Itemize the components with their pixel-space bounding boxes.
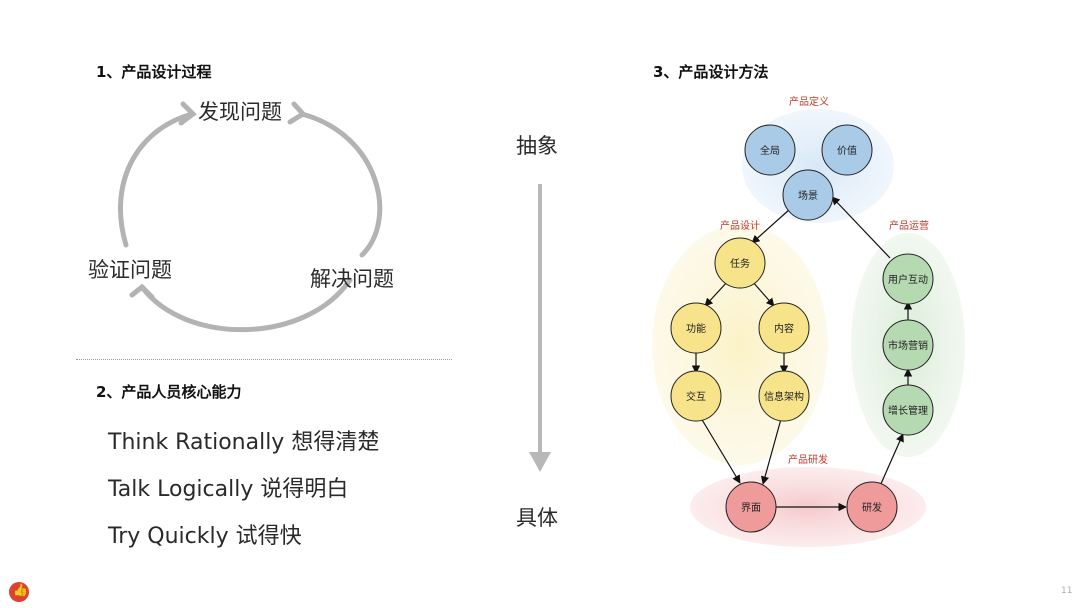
node-neirong — [758, 302, 810, 354]
thumbs-up-icon: 👍 — [9, 582, 29, 602]
node-label: 信息架构 — [764, 390, 804, 403]
edge-task-to-function — [704, 280, 729, 307]
axis-arrowhead-icon — [529, 452, 551, 472]
cycle-arrow-discover-to-solve — [299, 111, 383, 258]
node-yanfa — [846, 481, 898, 533]
axis-label-concrete: 具体 — [516, 506, 558, 530]
section-title-core-abilities: 2、产品人员核心能力 — [96, 383, 242, 401]
node-changjing — [782, 169, 834, 221]
group-label-design: 产品设计 — [720, 219, 760, 232]
node-renwu — [714, 237, 766, 289]
ability-item: Try Quickly 试得快 — [108, 524, 302, 549]
edge-task-to-content — [751, 280, 775, 307]
node-label: 用户互动 — [888, 273, 928, 286]
ability-item: Talk Logically 说得明白 — [108, 477, 349, 502]
group-label-development: 产品研发 — [788, 453, 828, 466]
node-label: 交互 — [686, 390, 706, 403]
node-yonghu — [882, 253, 934, 305]
node-label: 任务 — [730, 257, 750, 270]
node-label: 场景 — [798, 189, 818, 202]
node-zengzhang — [882, 384, 934, 436]
node-quanju — [744, 124, 796, 176]
arrowhead-top-icon — [178, 101, 197, 126]
group-label-operation: 产品运营 — [889, 219, 929, 232]
arrowhead-left-icon — [129, 283, 155, 300]
axis-label-abstract: 抽象 — [516, 134, 558, 158]
cycle-label-discover: 发现问题 — [198, 100, 282, 124]
page-number: 11 — [1061, 586, 1073, 596]
node-label: 功能 — [686, 322, 706, 335]
abstraction-axis-arrow — [529, 184, 551, 472]
edge-ia-to-interface — [760, 418, 782, 485]
node-xinxijiagou — [758, 370, 810, 422]
node-shichang — [882, 319, 934, 371]
node-label: 研发 — [862, 501, 882, 514]
section-title-design-process: 1、产品设计过程 — [96, 63, 212, 81]
node-gongneng — [670, 302, 722, 354]
node-label: 全局 — [760, 144, 780, 157]
section-divider — [76, 359, 452, 360]
node-jiaohu — [670, 370, 722, 422]
edge-interaction-to-interface — [700, 417, 741, 484]
cycle-label-solve: 解决问题 — [310, 267, 394, 291]
process-cycle-diagram — [117, 101, 383, 333]
node-label: 市场营销 — [888, 339, 928, 352]
ability-item: Think Rationally 想得清楚 — [108, 430, 380, 455]
node-label: 界面 — [741, 502, 761, 514]
group-label-definition: 产品定义 — [789, 95, 829, 108]
edge-scene-to-task — [751, 208, 791, 244]
node-jiemian — [725, 481, 777, 533]
design-method-diagram: 产品定义 产品设计 产品运营 产品研发 — [652, 95, 965, 547]
cycle-arrow-solve-to-verify — [139, 277, 353, 333]
node-label: 增长管理 — [888, 404, 928, 417]
edge-user-to-scene — [831, 196, 891, 259]
cycle-label-verify: 验证问题 — [88, 258, 172, 282]
cycle-arrow-verify-to-discover — [117, 111, 195, 248]
edge-dev-to-growth — [879, 433, 904, 487]
node-label: 内容 — [774, 322, 794, 335]
node-label: 价值 — [837, 144, 857, 157]
node-jiazhi — [821, 124, 873, 176]
arrowhead-right-icon — [287, 101, 307, 125]
section-title-design-method: 3、产品设计方法 — [653, 63, 769, 81]
